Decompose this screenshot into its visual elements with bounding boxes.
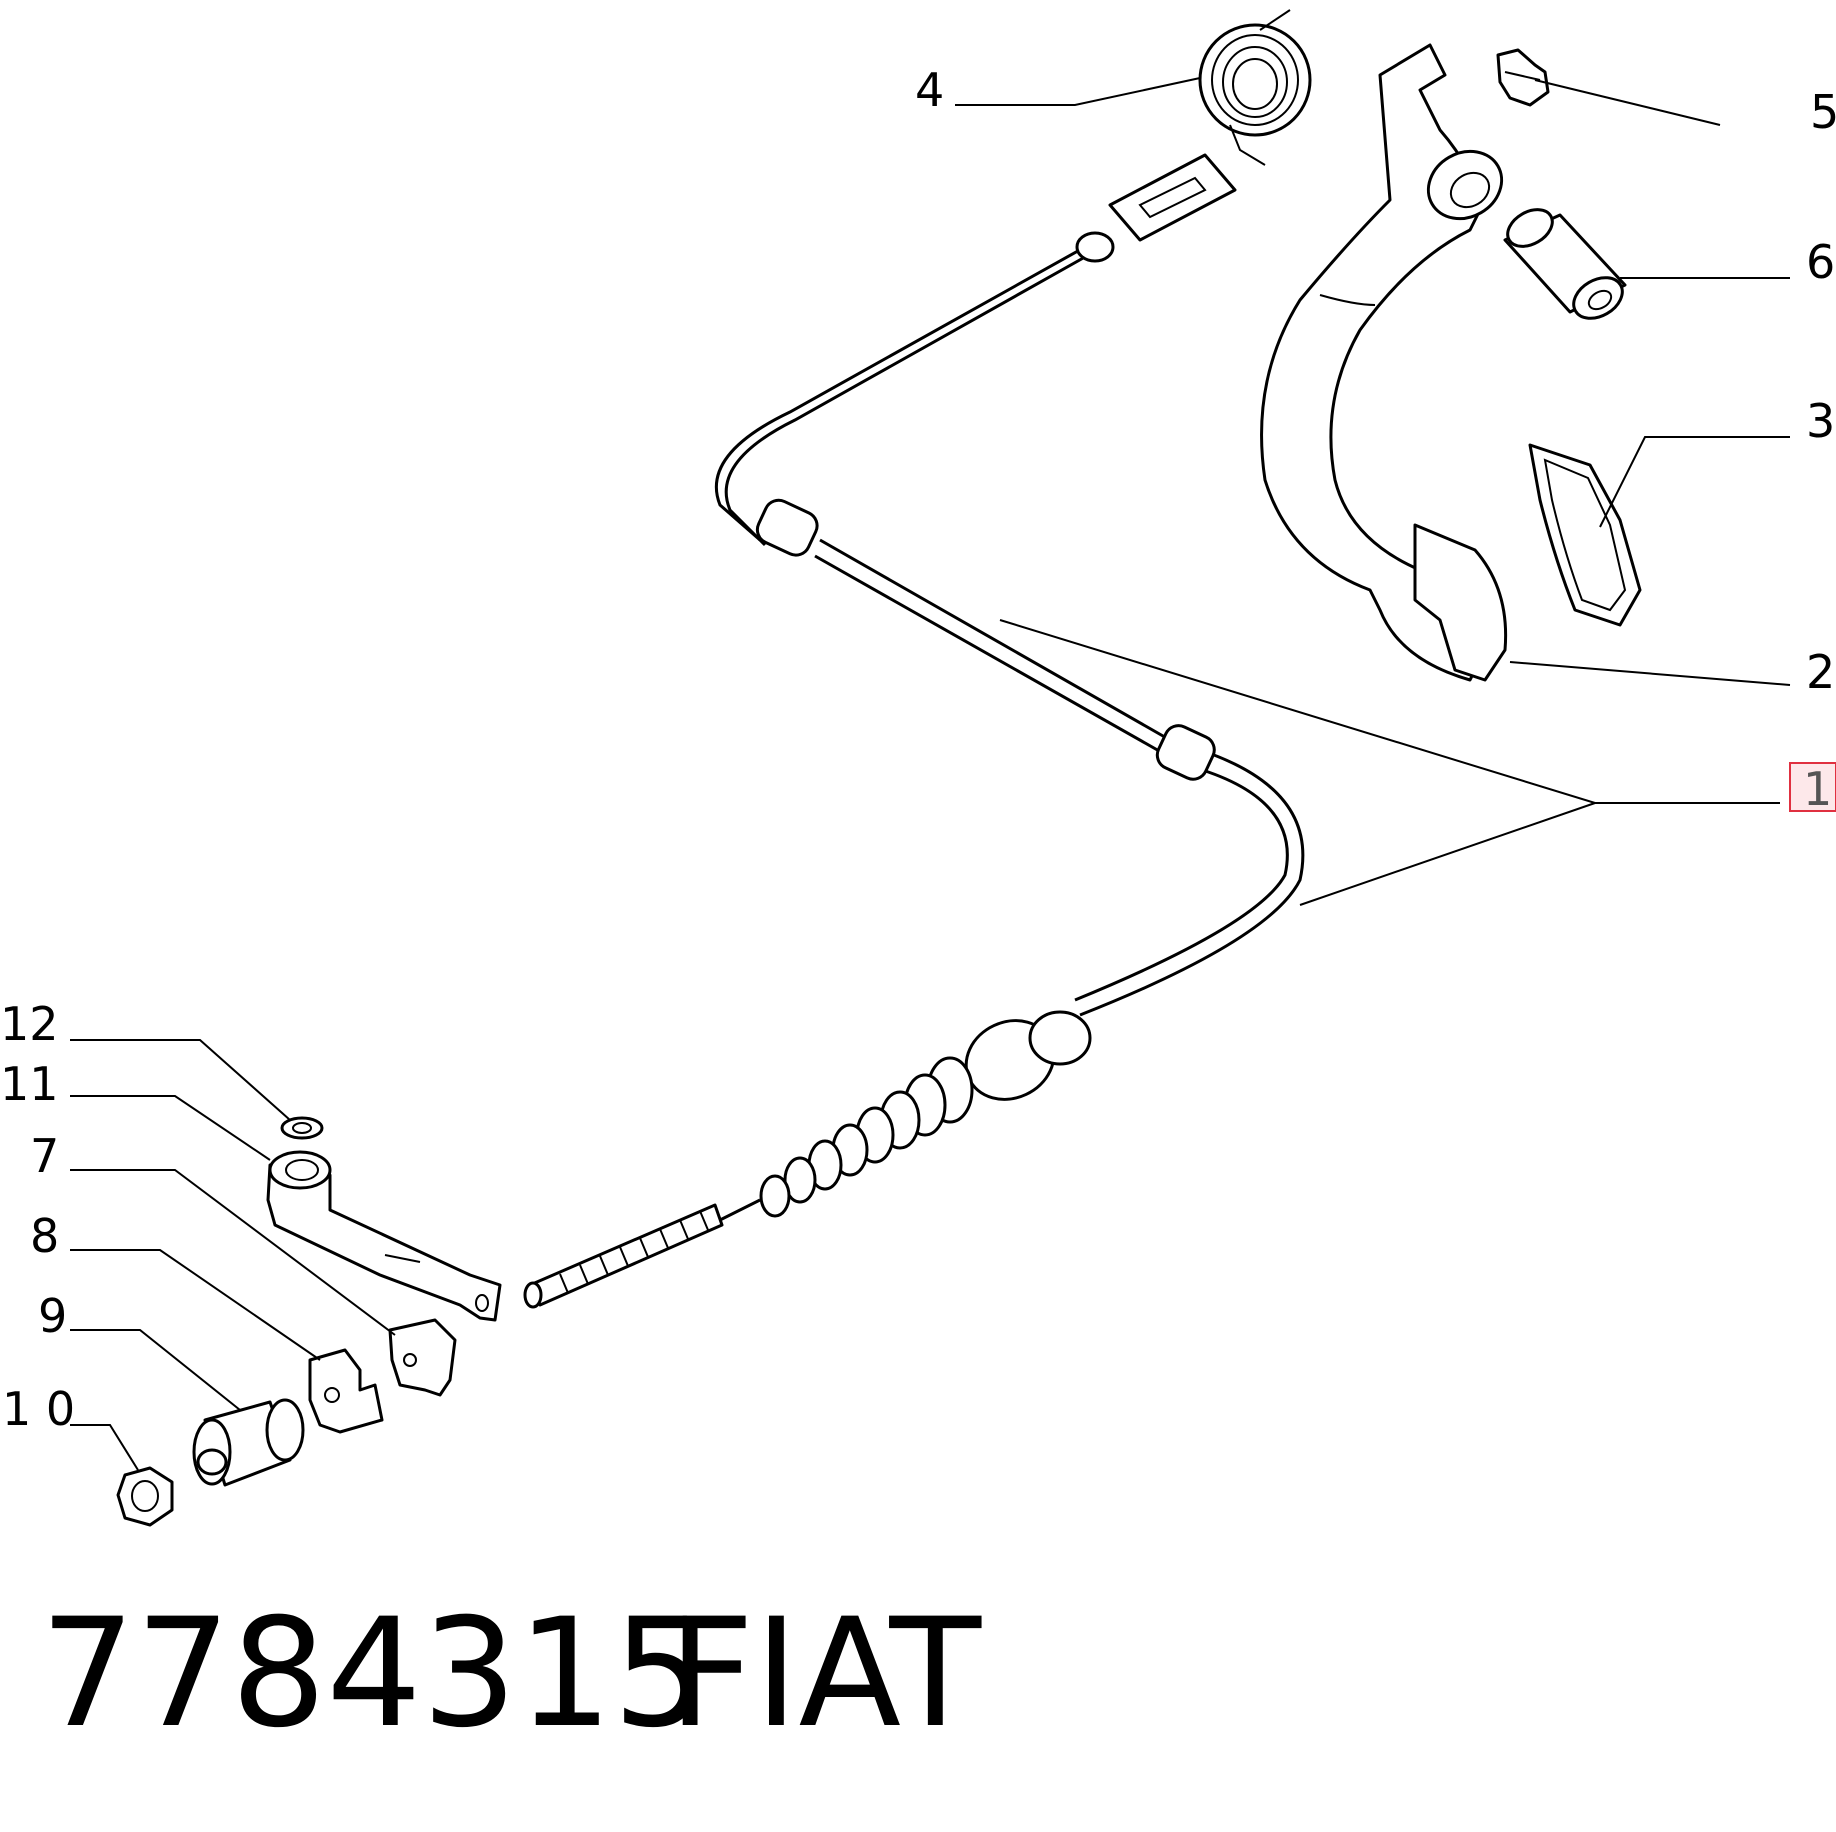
cable-end-eye (1108, 153, 1237, 242)
pedal-pad (1528, 443, 1642, 627)
callout-7: 7 (30, 1129, 59, 1183)
washer (280, 1116, 324, 1140)
cable-ferrule-middle (1155, 724, 1216, 781)
hex-nut (116, 1466, 174, 1527)
cable-boot (759, 1010, 1092, 1218)
cable-bracket (308, 1348, 384, 1434)
cable-ferrule-upper (755, 498, 819, 557)
callout-5: 5 (1810, 85, 1836, 139)
clutch-cable (523, 153, 1305, 1309)
pedal-foot-plate (1413, 523, 1508, 682)
clutch-pedal (1260, 43, 1508, 682)
callout-9: 9 (38, 1289, 67, 1343)
retaining-clip (1496, 48, 1550, 107)
return-spring (1198, 9, 1312, 166)
callout-10: 1 0 (2, 1382, 75, 1436)
pedal-bushing (1503, 208, 1627, 320)
leader-lines (70, 77, 1791, 1471)
callout-1[interactable]: 1 (1803, 762, 1832, 816)
threaded-rod (528, 1203, 724, 1307)
adjusting-sleeve (192, 1398, 305, 1487)
callout-4: 4 (915, 63, 944, 117)
callout-8: 8 (30, 1209, 59, 1263)
callout-11: 11 (0, 1057, 59, 1111)
brand-name: FIAT (668, 1587, 982, 1761)
callout-3: 3 (1806, 394, 1835, 448)
callout-6: 6 (1806, 235, 1835, 289)
callout-1-highlight[interactable] (1789, 762, 1836, 812)
release-lever (266, 1150, 502, 1322)
part-number: 7784315 (40, 1587, 708, 1761)
cable-end-collar (1075, 231, 1115, 263)
callout-2: 2 (1806, 645, 1835, 699)
callout-12: 12 (0, 997, 59, 1051)
adjuster-block (388, 1318, 457, 1397)
